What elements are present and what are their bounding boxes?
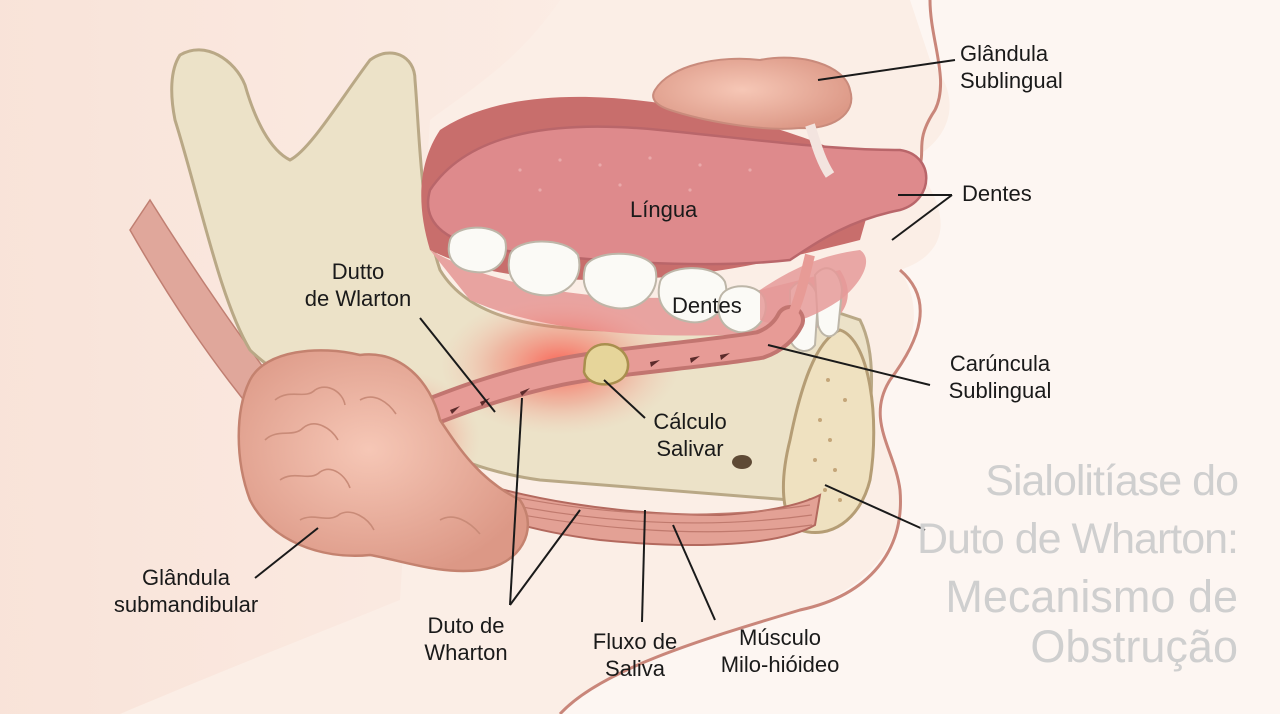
face-profile [560, 0, 1280, 714]
title-line-3: Mecanismo de [945, 571, 1238, 622]
label-duct-top: Dutto de Wlarton [304, 259, 412, 311]
label-tongue: Língua [630, 197, 698, 222]
tongue-texture [518, 156, 752, 192]
tooth-2 [507, 240, 581, 297]
sublingual-stalk [805, 123, 835, 178]
tooth-5 [717, 285, 767, 334]
tooth-3 [582, 252, 658, 310]
label-sublingual-gland: Glândula Sublingual [960, 41, 1063, 93]
label-mylohyoid-muscle: Músculo Milo-hióideo [720, 625, 840, 677]
label-caruncle: Carúncula Sublingual [948, 351, 1052, 403]
leader-saliva-flow [641, 509, 646, 623]
flow-arrows [450, 353, 730, 414]
leader-muscle [672, 524, 716, 621]
leader-bone-section [824, 484, 926, 531]
salivary-stone [582, 343, 630, 386]
duct-extension [785, 253, 815, 323]
submandibular-gland [237, 349, 530, 573]
title-line-4: Obstrução [1030, 621, 1238, 672]
mylohyoid-muscle [439, 468, 822, 546]
label-saliva-flow: Fluxo de Saliva [592, 629, 678, 681]
leader-duct-top [419, 317, 496, 413]
leader-lines [254, 59, 956, 623]
leader-stone [603, 379, 646, 419]
face-outline [558, 0, 943, 714]
label-teeth-right: Dentes [962, 181, 1032, 206]
mental-foramen [732, 455, 752, 469]
label-stone: Cálculo Salivar [653, 409, 727, 461]
diagram-title-lower: Mecanismo de Obstrução [945, 572, 1238, 672]
title-line-2: Duto de Wharton: [916, 515, 1239, 563]
leader-caruncle [767, 344, 931, 386]
tooth-1 [447, 226, 507, 274]
sublingual-gland [652, 56, 853, 130]
diagram-title-upper: Sialolitíase do Duto de Wharton: [916, 452, 1239, 568]
leader-submandibular [254, 527, 319, 579]
leader-teeth-right-b [891, 194, 953, 241]
leader-duct-bottom-b [509, 509, 581, 606]
leader-duct-bottom-a [509, 397, 523, 606]
leader-sublingual-gland [817, 59, 956, 81]
label-teeth-center: Dentes [672, 293, 742, 318]
label-submandibular-gland: Glândula submandibular [113, 565, 259, 617]
label-duct-bottom: Duto de Wharton [424, 613, 508, 665]
gland-lobules [264, 386, 481, 535]
title-line-1: Sialolitíase do [985, 457, 1239, 505]
